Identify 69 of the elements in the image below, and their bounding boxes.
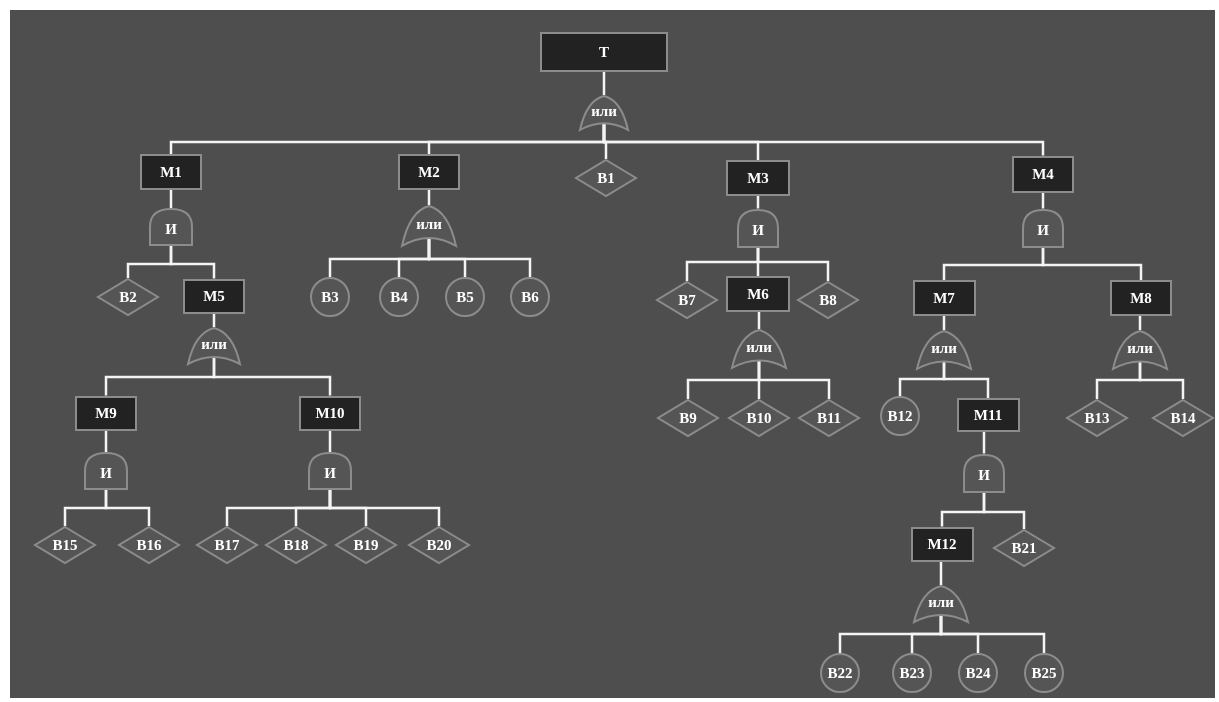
connector-line bbox=[104, 490, 151, 526]
event-diamond: В1 bbox=[575, 159, 637, 197]
or-gate: или bbox=[579, 95, 629, 131]
event-diamond: В17 bbox=[196, 526, 258, 564]
event-box: М7 bbox=[912, 280, 976, 316]
event-circle: В22 bbox=[820, 653, 860, 693]
connector-line bbox=[982, 432, 986, 454]
event-diamond: В18 bbox=[265, 526, 327, 564]
connector-line bbox=[104, 430, 108, 452]
event-diamond: В8 bbox=[797, 281, 859, 319]
event-box: М4 bbox=[1012, 155, 1074, 193]
connector-line bbox=[756, 247, 830, 281]
event-diamond: В14 bbox=[1152, 399, 1214, 437]
event-diamond: В16 bbox=[118, 526, 180, 564]
or-gate: или bbox=[187, 327, 241, 365]
connector-line bbox=[602, 72, 606, 95]
event-diamond: В15 bbox=[34, 526, 96, 564]
event-diamond: В11 bbox=[798, 399, 860, 437]
and-gate: И bbox=[737, 208, 779, 248]
event-circle: В25 bbox=[1024, 653, 1064, 693]
connector-line bbox=[602, 123, 1045, 156]
event-circle: В12 bbox=[880, 396, 920, 436]
event-box: М12 bbox=[910, 526, 974, 562]
event-circle: В3 bbox=[310, 277, 350, 317]
event-box: М6 bbox=[726, 276, 790, 312]
or-gate: или bbox=[731, 329, 787, 369]
connector-line bbox=[169, 246, 216, 279]
event-box: М11 bbox=[956, 398, 1020, 432]
connector-line bbox=[1041, 247, 1143, 280]
connector-line bbox=[939, 615, 1046, 653]
event-diamond: В13 bbox=[1066, 399, 1128, 437]
event-box: М8 bbox=[1110, 280, 1172, 316]
event-diamond: В9 bbox=[657, 399, 719, 437]
event-box: М1 bbox=[140, 154, 202, 190]
event-circle: В5 bbox=[445, 277, 485, 317]
connector-line bbox=[942, 362, 990, 398]
and-gate: И bbox=[963, 453, 1005, 493]
event-circle: В23 bbox=[892, 653, 932, 693]
event-diamond: В19 bbox=[335, 526, 397, 564]
connector-line bbox=[328, 490, 441, 526]
connector-line bbox=[212, 357, 332, 396]
or-gate: или bbox=[401, 205, 457, 247]
event-box: М10 bbox=[299, 395, 361, 431]
or-gate: или bbox=[916, 330, 972, 370]
and-gate: И bbox=[308, 452, 352, 490]
and-gate: И bbox=[84, 452, 128, 490]
connector-line bbox=[757, 361, 831, 399]
and-gate: И bbox=[149, 208, 193, 246]
connector-line bbox=[939, 561, 943, 585]
or-gate: или bbox=[913, 585, 969, 623]
event-box: М5 bbox=[183, 278, 245, 314]
event-box: Т bbox=[540, 32, 668, 72]
event-box: М2 bbox=[398, 154, 460, 190]
event-circle: В24 bbox=[958, 653, 998, 693]
event-box: М3 bbox=[726, 160, 790, 196]
event-diamond: В2 bbox=[97, 278, 159, 316]
or-gate: или bbox=[1112, 330, 1168, 370]
connector-line bbox=[328, 430, 332, 452]
event-circle: В4 bbox=[379, 277, 419, 317]
event-diamond: В10 bbox=[728, 399, 790, 437]
event-diamond: В20 bbox=[408, 526, 470, 564]
event-box: М9 bbox=[75, 395, 137, 431]
connector-line bbox=[427, 238, 532, 277]
event-diamond: В7 bbox=[656, 281, 718, 319]
connector-line bbox=[982, 492, 1026, 529]
event-diamond: В21 bbox=[993, 529, 1055, 567]
and-gate: И bbox=[1022, 208, 1064, 248]
connector-line bbox=[1138, 362, 1185, 399]
event-circle: В6 bbox=[510, 277, 550, 317]
